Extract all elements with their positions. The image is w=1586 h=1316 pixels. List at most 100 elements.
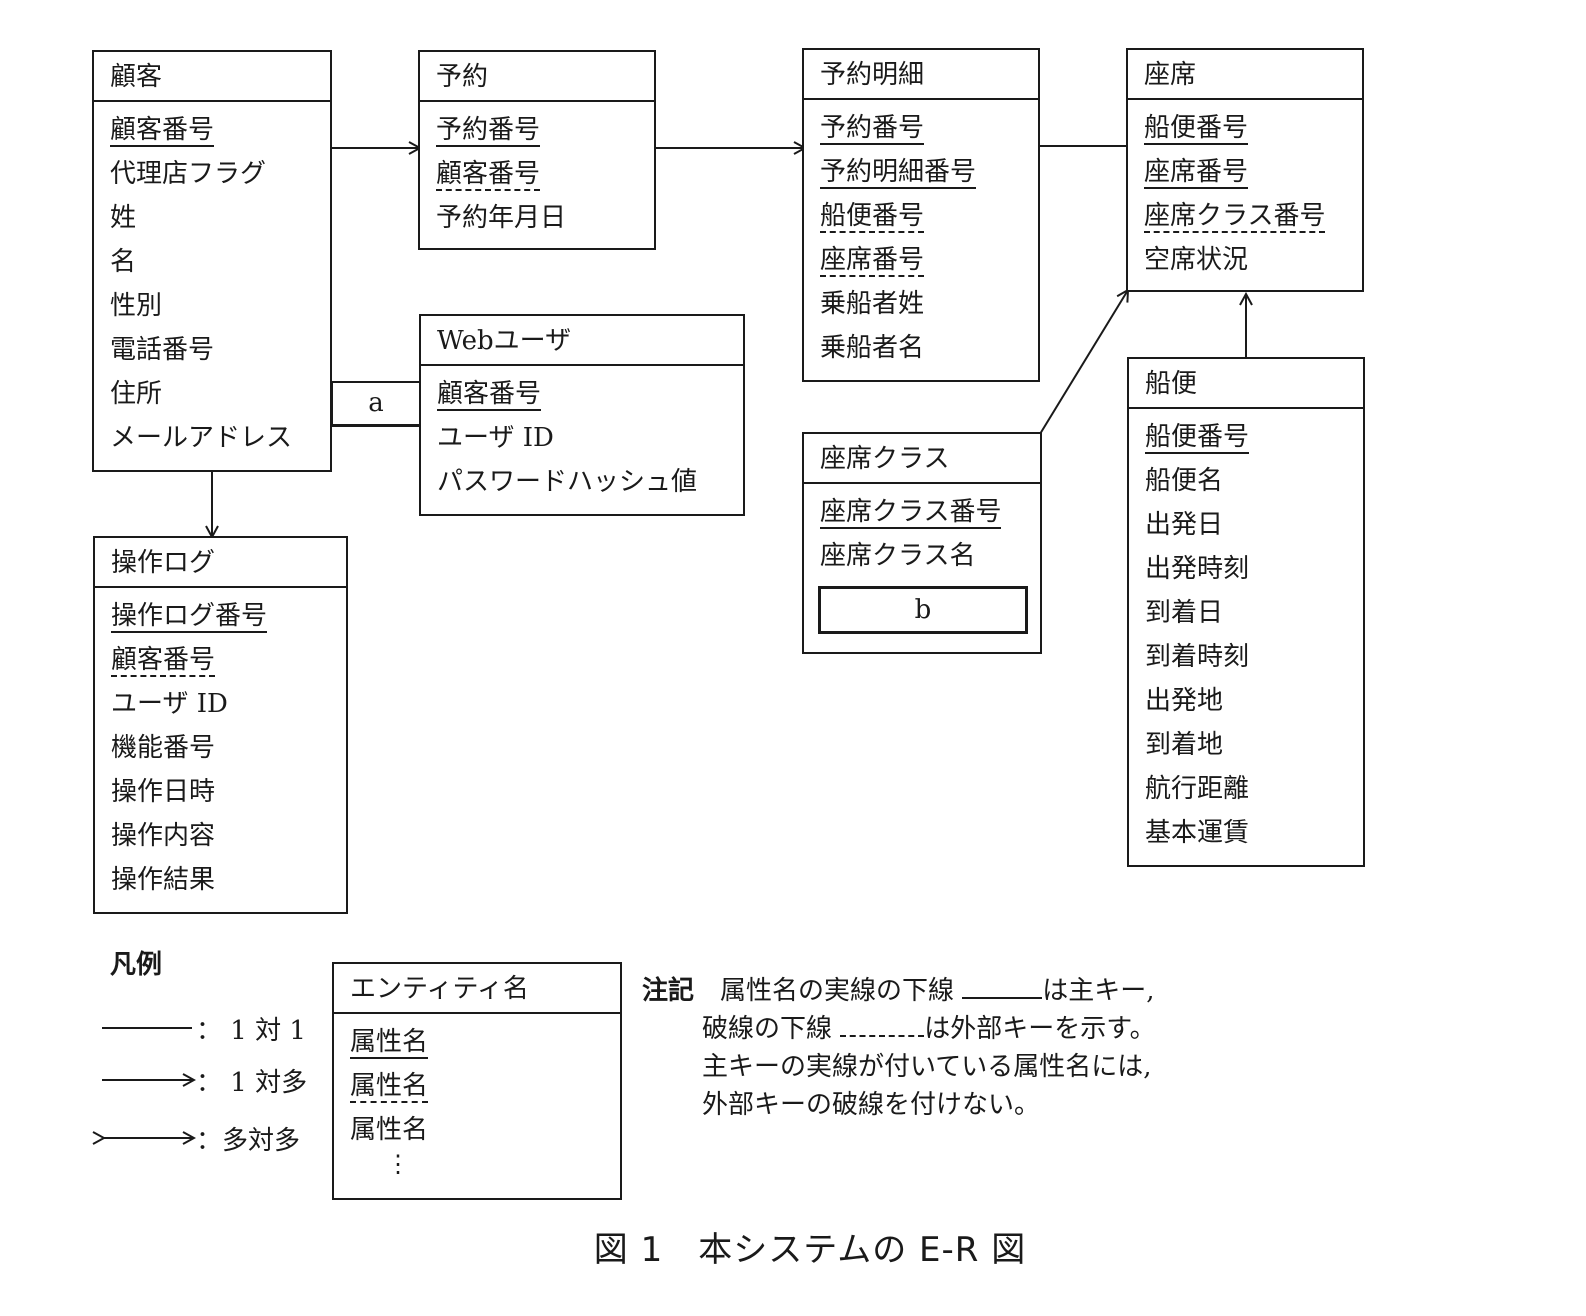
attribute-name: 予約明細番号 — [820, 157, 977, 189]
attribute-list: 顧客番号代理店フラグ姓名性別電話番号住所メールアドレス — [94, 102, 330, 460]
foreign-key-attribute: 顧客番号 — [111, 638, 346, 682]
attribute: 予約年月日 — [436, 196, 654, 240]
ellipsis: ⋮ — [386, 1150, 410, 1178]
attribute-name: 操作内容 — [111, 821, 216, 851]
attribute-name: 姓 — [110, 203, 137, 233]
attribute-name: 座席クラス番号 — [820, 497, 1002, 529]
attribute: パスワードハッシュ値 — [437, 460, 743, 504]
attribute-name: 操作ログ番号 — [111, 601, 268, 633]
dashed-underline-sample — [840, 1011, 925, 1037]
blank-a: a — [331, 381, 422, 427]
attribute: 操作内容 — [111, 814, 346, 858]
foreign-key-attribute: 座席クラス番号 — [1144, 194, 1362, 238]
note-line4: 外部キーの破線を付けない。 — [702, 1090, 1041, 1120]
attribute-name: 操作結果 — [111, 865, 216, 895]
entity-name: 予約 — [420, 52, 654, 102]
attribute: 船便名 — [1145, 459, 1363, 503]
attribute: 座席クラス名 — [820, 534, 1040, 578]
primary-key-attribute: 船便番号 — [1145, 415, 1363, 459]
attribute: 操作日時 — [111, 770, 346, 814]
note-head: 注記 — [642, 976, 695, 1006]
attribute-name: 座席クラス名 — [820, 541, 976, 571]
legend-row-one-to-one: ： 1 対 1 — [100, 1010, 306, 1047]
attribute-name: 電話番号 — [110, 335, 215, 365]
attribute: 機能番号 — [111, 726, 346, 770]
primary-key-attribute: 操作ログ番号 — [111, 594, 346, 638]
blank-a-label: a — [368, 388, 384, 418]
attribute-name: 座席クラス番号 — [1144, 201, 1326, 233]
attribute-name: 性別 — [110, 291, 163, 321]
attribute-name: 座席番号 — [820, 245, 925, 277]
entity-customer: 顧客 顧客番号代理店フラグ姓名性別電話番号住所メールアドレス — [92, 50, 332, 472]
legend-label: ： 1 対 1 — [196, 1016, 306, 1046]
attribute-name: 乗船者名 — [820, 333, 925, 363]
attribute-name: 名 — [110, 247, 137, 277]
entity-name: 顧客 — [94, 52, 330, 102]
foreign-key-attribute: 属性名 — [350, 1064, 620, 1108]
attribute-name: 到着時刻 — [1145, 642, 1250, 672]
attribute-name: 代理店フラグ — [110, 159, 267, 189]
attribute-name: 出発日 — [1145, 510, 1224, 540]
entity-name: エンティティ名 — [334, 964, 620, 1014]
attribute-list: 座席クラス番号座席クラス名 — [804, 484, 1040, 578]
legend-title: 凡例 — [110, 950, 163, 980]
attribute: 乗船者姓 — [820, 282, 1038, 326]
legend-row-one-to-many: ： 1 対多 — [100, 1062, 307, 1099]
attribute: 出発日 — [1145, 503, 1363, 547]
attribute-name: 船便番号 — [1145, 422, 1250, 454]
entity-voyage: 船便 船便番号船便名出発日出発時刻到着日到着時刻出発地到着地航行距離基本運賃 — [1127, 357, 1365, 867]
attribute-name: 到着日 — [1145, 598, 1224, 628]
attribute-name: 機能番号 — [111, 733, 216, 763]
attribute: 到着日 — [1145, 591, 1363, 635]
attribute-name: 予約番号 — [436, 115, 541, 147]
attribute-name: 属性名 — [350, 1027, 429, 1059]
attribute-name: 出発時刻 — [1145, 554, 1250, 584]
attribute-name: パスワードハッシュ値 — [437, 467, 698, 497]
note-line1a: 属性名の実線の下線 — [720, 976, 955, 1006]
attribute: ユーザ ID — [111, 682, 346, 726]
attribute-name: 操作日時 — [111, 777, 216, 807]
attribute: 電話番号 — [110, 328, 330, 372]
attribute-name: 乗船者姓 — [820, 289, 925, 319]
note-line2a: 破線の下線 — [702, 1014, 833, 1044]
attribute-name: 顧客番号 — [436, 159, 541, 191]
attribute: メールアドレス — [110, 416, 330, 460]
attribute-list: 船便番号船便名出発日出発時刻到着日到着時刻出発地到着地航行距離基本運賃 — [1129, 409, 1363, 855]
primary-key-attribute: 座席番号 — [1144, 150, 1362, 194]
attribute-name: 船便番号 — [1144, 113, 1249, 145]
entity-seat-class: 座席クラス 座席クラス番号座席クラス名 b — [802, 432, 1042, 654]
attribute-name: 船便番号 — [820, 201, 925, 233]
entity-name: 座席クラス — [804, 434, 1040, 484]
attribute-name: メールアドレス — [110, 423, 293, 453]
attribute: 空席状況 — [1144, 238, 1362, 282]
attribute: 住所 — [110, 372, 330, 416]
attribute-name: 航行距離 — [1145, 774, 1250, 804]
foreign-key-attribute: 座席番号 — [820, 238, 1038, 282]
entity-name: 船便 — [1129, 359, 1363, 409]
attribute-list: 属性名属性名属性名 — [334, 1014, 620, 1152]
primary-key-attribute: 顧客番号 — [437, 372, 743, 416]
legend-label: ：多対多 — [196, 1126, 301, 1156]
attribute: 出発時刻 — [1145, 547, 1363, 591]
entity-reservation-detail: 予約明細 予約番号予約明細番号船便番号座席番号乗船者姓乗船者名 — [802, 48, 1040, 382]
attribute: 姓 — [110, 196, 330, 240]
attribute: 属性名 — [350, 1108, 620, 1152]
solid-underline-sample — [962, 973, 1043, 999]
attribute-list: 予約番号顧客番号予約年月日 — [420, 102, 654, 240]
attribute: 到着時刻 — [1145, 635, 1363, 679]
legend-row-many-to-many: ：多対多 — [100, 1120, 300, 1157]
figure-caption: 図 1 本システムの E-R 図 — [593, 1230, 1027, 1270]
attribute-list: 操作ログ番号顧客番号ユーザ ID 機能番号操作日時操作内容操作結果 — [95, 588, 346, 902]
primary-key-attribute: 予約番号 — [436, 108, 654, 152]
note: 注記属性名の実線の下線 は主キー, 破線の下線 は外部キーを示す。 主キーの実線… — [642, 972, 1156, 1124]
note-line1b: は主キー, — [1042, 976, 1155, 1006]
attribute: 到着地 — [1145, 723, 1363, 767]
entity-reservation: 予約 予約番号顧客番号予約年月日 — [418, 50, 656, 250]
attribute-name: 予約年月日 — [436, 203, 567, 233]
attribute-name: 属性名 — [350, 1115, 429, 1145]
entity-name: 座席 — [1128, 50, 1362, 100]
attribute-name: 顧客番号 — [110, 115, 215, 147]
attribute-list: 船便番号座席番号座席クラス番号空席状況 — [1128, 100, 1362, 282]
